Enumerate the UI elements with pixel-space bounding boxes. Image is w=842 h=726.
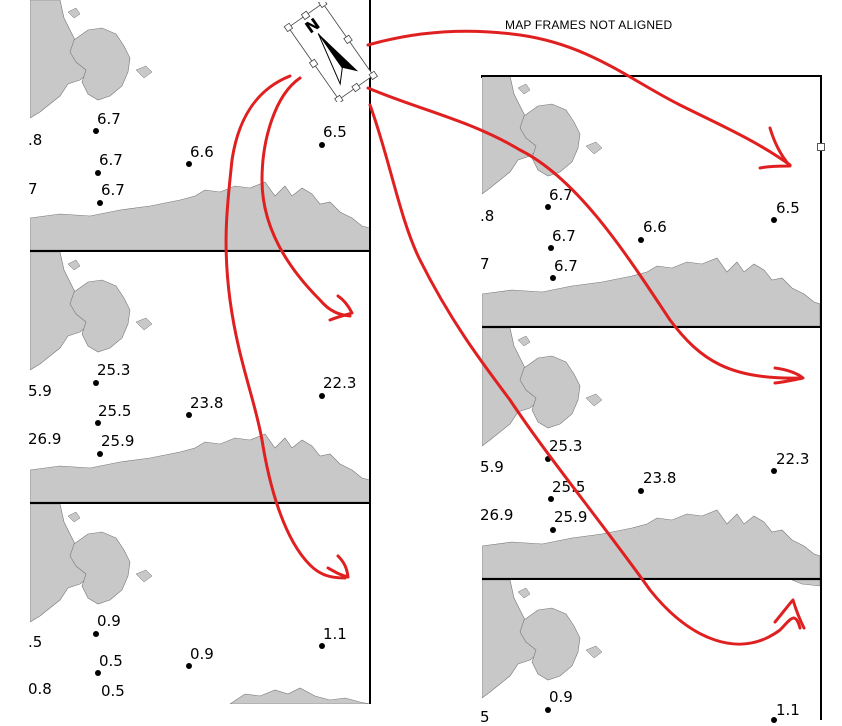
station-value: 25.9 (554, 508, 588, 526)
station-dot (319, 643, 325, 649)
station-value-cut: .8 (480, 207, 495, 225)
station-value: 6.7 (97, 110, 121, 128)
station-dot (545, 707, 551, 713)
station-value-cut: 7 (480, 255, 490, 273)
station-dot (186, 663, 192, 669)
station-dot (97, 451, 103, 457)
station-dot (771, 468, 777, 474)
map-land-shapes (482, 580, 820, 699)
station-value: 22.3 (776, 450, 810, 468)
right-frame-divider-1 (482, 326, 822, 328)
annotation-note: MAP FRAMES NOT ALIGNED (505, 18, 673, 32)
right-map-frame-bottom (482, 580, 820, 720)
station-value: 25.5 (98, 402, 132, 420)
station-dot (550, 527, 556, 533)
station-value: 22.3 (323, 374, 357, 392)
station-dot (95, 670, 101, 676)
station-value: 25.9 (101, 432, 135, 450)
station-dot (548, 496, 554, 502)
station-dot (771, 217, 777, 223)
left-frame-divider-1 (30, 250, 370, 252)
station-value: 23.8 (643, 469, 677, 487)
left-frame-right-edge (369, 0, 371, 704)
station-value-cut: 5.9 (480, 458, 504, 476)
station-value: 25.3 (97, 361, 131, 379)
station-value: 0.5 (99, 652, 123, 670)
right-map-frame-middle (482, 328, 820, 578)
frame-resize-handle[interactable] (817, 143, 825, 151)
station-value: 0.9 (549, 688, 573, 706)
station-value-cut: 5 (480, 708, 490, 726)
station-dot (319, 393, 325, 399)
station-value: 6.5 (776, 199, 800, 217)
station-value: 1.1 (323, 625, 347, 643)
station-value: 25.3 (549, 437, 583, 455)
station-dot (545, 204, 551, 210)
right-frame-left-edge (481, 75, 482, 78)
station-value: 6.7 (549, 186, 573, 204)
station-value: 25.5 (552, 478, 586, 496)
map-land-shapes (30, 504, 370, 704)
station-value-cut: 26.9 (28, 430, 62, 448)
station-dot (319, 142, 325, 148)
station-dot (95, 420, 101, 426)
station-value-cut: .5 (28, 633, 43, 651)
station-dot (97, 200, 103, 206)
station-value: 6.7 (101, 181, 125, 199)
map-land-shapes (482, 76, 820, 326)
station-value: 6.7 (554, 257, 578, 275)
station-value: 0.9 (97, 612, 121, 630)
station-value-cut: 26.9 (480, 506, 514, 524)
station-dot (186, 412, 192, 418)
station-dot (638, 488, 644, 494)
station-value-cut: 0.8 (28, 680, 52, 698)
left-frame-divider-2 (30, 502, 370, 504)
station-value: 6.5 (323, 123, 347, 141)
station-value-cut: 7 (28, 180, 38, 198)
right-map-frame-top (482, 76, 820, 326)
station-value: 0.9 (190, 645, 214, 663)
left-map-frame-middle (30, 252, 370, 502)
station-dot (93, 128, 99, 134)
station-value: 6.6 (190, 143, 214, 161)
station-dot (550, 275, 556, 281)
station-dot (186, 161, 192, 167)
station-value: 6.7 (99, 151, 123, 169)
map-land-shapes (30, 252, 370, 502)
station-value: 1.1 (776, 701, 800, 719)
north-arrow-widget[interactable]: N (280, 0, 380, 105)
map-land-shapes (482, 328, 820, 578)
station-value: 6.6 (643, 218, 667, 236)
right-frame-top-edge (482, 75, 822, 77)
station-dot (93, 380, 99, 386)
left-map-frame-bottom (30, 504, 370, 704)
station-dot (548, 245, 554, 251)
station-value: 0.5 (101, 682, 125, 700)
station-value: 23.8 (190, 394, 224, 412)
right-frame-divider-2 (482, 578, 822, 580)
station-value-cut: .8 (28, 131, 43, 149)
north-arrow-icon: N (283, 0, 378, 105)
right-frame-right-edge (820, 75, 822, 720)
station-value: 6.7 (552, 227, 576, 245)
station-value-cut: 5.9 (28, 382, 52, 400)
station-dot (93, 631, 99, 637)
station-dot (95, 170, 101, 176)
station-dot (545, 456, 551, 462)
station-dot (638, 237, 644, 243)
